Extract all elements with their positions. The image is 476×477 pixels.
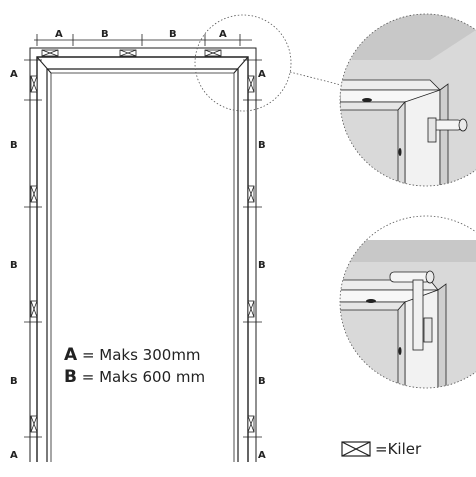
wedge-icon bbox=[30, 75, 38, 93]
dim-label-b: B bbox=[258, 140, 266, 151]
dim-label-a: A bbox=[10, 450, 18, 461]
dim-label-a: A bbox=[219, 29, 227, 40]
wedge-markers bbox=[30, 49, 255, 433]
dim-label-b: B bbox=[169, 29, 177, 40]
dim-label-b: B bbox=[258, 376, 266, 387]
wedge-icon bbox=[41, 49, 59, 57]
side-dimension-ticks bbox=[24, 59, 262, 438]
corner-detail-top bbox=[340, 14, 476, 186]
dim-label-b: B bbox=[10, 376, 18, 387]
detail-callout-circle bbox=[194, 14, 292, 112]
wedge-icon bbox=[247, 415, 255, 433]
wedge-legend: = Kiler bbox=[341, 440, 421, 458]
wedge-icon bbox=[341, 441, 371, 457]
wedge-icon bbox=[247, 185, 255, 203]
wedge-icon bbox=[247, 300, 255, 318]
dim-label-a: A bbox=[10, 69, 18, 80]
frame-inner bbox=[46, 68, 239, 462]
dim-label-b: B bbox=[101, 29, 109, 40]
callout-leader bbox=[289, 71, 346, 87]
dim-label-a: A bbox=[258, 69, 266, 80]
dim-label-b: B bbox=[10, 140, 18, 151]
legend-row-a: A = Maks 300mm bbox=[64, 345, 201, 365]
legend-a-text: Maks 300mm bbox=[99, 346, 201, 364]
dim-label-a: A bbox=[258, 450, 266, 461]
top-dimension-line bbox=[34, 34, 252, 46]
legend-row-b: B = Maks 600 mm bbox=[64, 367, 206, 387]
wedge-icon bbox=[247, 75, 255, 93]
legend-b-text: Maks 600 mm bbox=[99, 368, 206, 386]
frame-rebate bbox=[50, 72, 235, 462]
door-frame bbox=[29, 47, 257, 462]
frame-outer bbox=[36, 56, 249, 462]
wall-opening bbox=[29, 47, 257, 462]
dim-label-a: A bbox=[55, 29, 63, 40]
wedge-legend-text: Kiler bbox=[387, 440, 422, 458]
dim-label-b: B bbox=[258, 260, 266, 271]
wedge-icon bbox=[30, 185, 38, 203]
dim-label-b: B bbox=[10, 260, 18, 271]
corner-detail-bottom bbox=[340, 216, 476, 388]
wedge-icon bbox=[204, 49, 222, 57]
wedge-icon bbox=[119, 49, 137, 57]
wedge-icon bbox=[30, 415, 38, 433]
spacing-legend: A = Maks 300mm B = Maks 600 mm bbox=[64, 344, 205, 388]
wedge-icon bbox=[30, 300, 38, 318]
